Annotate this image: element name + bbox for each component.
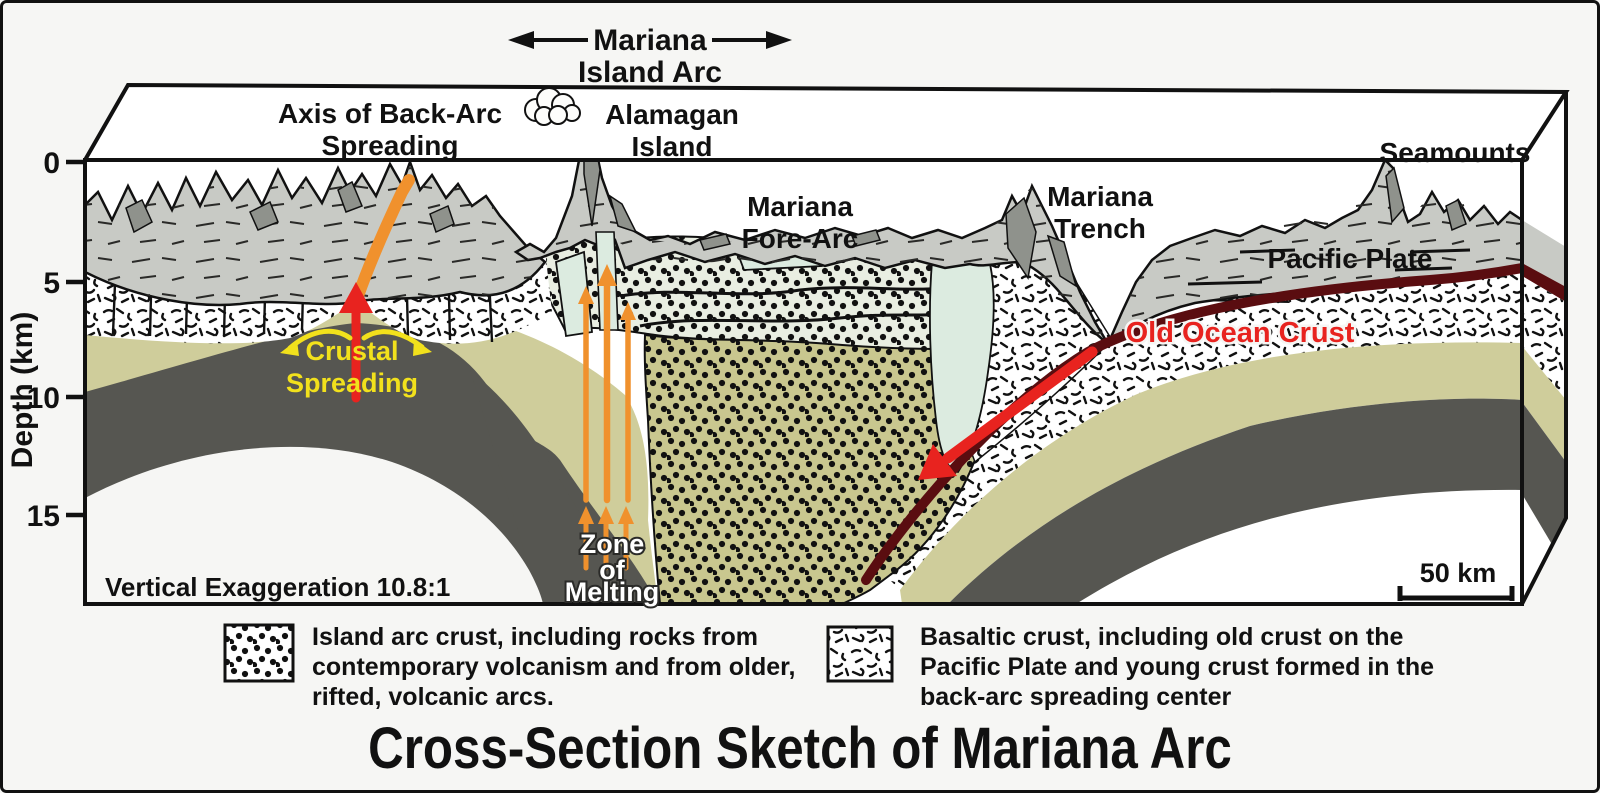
block-right-face [1522, 92, 1566, 604]
header-arrow-left-head [508, 31, 534, 49]
header-island-arc: Mariana Island Arc [508, 24, 792, 89]
crustal-spreading-arrow-left-head [280, 340, 299, 356]
legend-basaltic-line2: Pacific Plate and young crust formed in … [920, 653, 1434, 681]
label-trench-1: Mariana [1047, 181, 1153, 212]
mint-patch-volcano-left [555, 250, 593, 338]
label-alamagan-2: Island [632, 131, 713, 162]
process-arrows [280, 174, 1098, 571]
depth-axis-label: Depth (km) [6, 312, 39, 469]
block-top-face [85, 85, 1566, 160]
crustal-spreading-arrow-right-head [413, 339, 432, 356]
subduction-arrow-head [918, 444, 957, 480]
legend-island-arc-line1: Island arc crust, including rocks from [312, 623, 758, 651]
front-face [85, 160, 1522, 604]
label-crustal-spreading-1: Crustal [305, 336, 398, 366]
terrain-dark-patches [125, 160, 1467, 288]
thrust-fault-line-1 [619, 270, 965, 298]
label-trench-2: Trench [1054, 213, 1146, 244]
slab-olive-band [900, 342, 1522, 604]
island-arc-dots [530, 236, 1020, 604]
legend-basaltic-line1: Basaltic crust, including old crust on t… [920, 623, 1403, 651]
label-back-arc-axis-2: Spreading [322, 130, 459, 161]
spreading-dike-arrow [352, 174, 415, 302]
legend: Island arc crust, including rocks from c… [223, 623, 1434, 711]
tick-label-5: 5 [43, 267, 60, 300]
label-vertical-exaggeration: Vertical Exaggeration 10.8:1 [105, 572, 450, 602]
subduction-arrow-shaft [942, 346, 1098, 464]
label-zone-of-melting-2: of [599, 555, 625, 585]
diagram-labels: Axis of Back-Arc Spreading Alamagan Isla… [105, 98, 1531, 609]
volcano-cloud-icon [524, 87, 581, 126]
header-line1: Mariana [593, 24, 707, 57]
legend-island-arc-line2: contemporary volcanism and from older, [312, 653, 795, 681]
figure-title: Cross-Section Sketch of Mariana Arc [368, 716, 1232, 781]
block-outline [83, 82, 1570, 606]
melting-arrows [578, 264, 636, 571]
legend-island-arc-line3: rifted, volcanic arcs. [312, 683, 554, 711]
label-fore-arc-1: Mariana [747, 191, 853, 222]
label-seamounts: Seamounts [1380, 137, 1531, 168]
mantle-melt-zone [470, 370, 660, 604]
asthenosphere-white-left [85, 446, 543, 604]
tick-label-15: 15 [27, 500, 60, 533]
header-arrow-right-head [766, 31, 792, 49]
tick-label-0: 0 [43, 147, 60, 180]
thrust-fault-line-2 [639, 310, 961, 328]
plate-strata-dashes [1187, 248, 1471, 286]
label-crustal-spreading-2: Spreading [286, 368, 418, 398]
label-pacific-plate: Pacific Plate [1268, 243, 1433, 274]
back-arc-terrain [85, 160, 547, 307]
legend-swatch-basaltic-speckle [828, 627, 892, 681]
upwelling-arrow-head [339, 282, 373, 313]
legend-basaltic-line3: back-arc spreading center [920, 683, 1232, 711]
scale-bar-label: 50 km [1420, 558, 1497, 588]
label-back-arc-axis-1: Axis of Back-Arc [278, 98, 502, 129]
scale-bar: 50 km [1397, 558, 1515, 601]
label-fore-arc-2: Fore-Arc [742, 223, 859, 254]
slab-mantle-band [948, 398, 1522, 604]
label-zone-of-melting-1: Zone [580, 529, 645, 559]
depth-axis: 0 5 10 15 Depth (km) [6, 147, 85, 533]
legend-swatch-island-arc-dots [225, 625, 293, 681]
label-alamagan-1: Alamagan [605, 99, 739, 130]
header-line2: Island Arc [578, 56, 722, 89]
label-old-ocean-crust: Old Ocean Crust [1126, 317, 1355, 349]
tick-label-10: 10 [27, 382, 60, 415]
fore-arc-terrain [513, 160, 1110, 345]
label-zone-of-melting-3: Melting [565, 577, 660, 607]
